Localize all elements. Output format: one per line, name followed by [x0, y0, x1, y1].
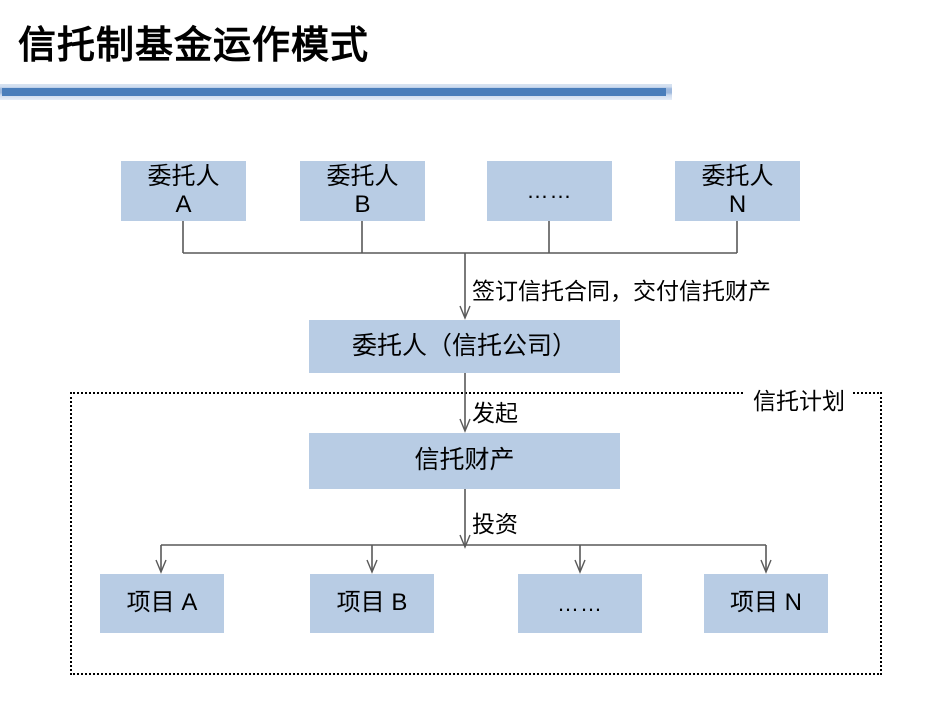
node-trust-property[interactable]: 信托财产	[309, 433, 620, 489]
edge-label-property-to-projects: 投资	[472, 511, 518, 537]
node-trustee[interactable]: 委托人（信托公司）	[309, 320, 620, 373]
node-settlor-ellipsis[interactable]: ……	[487, 161, 612, 221]
page-title: 信托制基金运作模式	[18, 25, 370, 67]
edge-label-trustee-to-property: 发起	[472, 400, 518, 426]
node-settlor-b[interactable]: 委托人 B	[300, 161, 425, 221]
node-project-a[interactable]: 项目 A	[100, 574, 224, 633]
title-rule-core	[2, 88, 666, 96]
trust-plan-group-label: 信托计划	[745, 382, 853, 416]
edge-label-settlors-to-trustee: 签订信托合同，交付信托财产	[472, 278, 771, 304]
title-underline-rule	[0, 84, 672, 100]
node-project-b[interactable]: 项目 B	[310, 574, 434, 633]
node-settlor-n[interactable]: 委托人 N	[675, 161, 800, 221]
node-project-n[interactable]: 项目 N	[704, 574, 828, 633]
node-project-ellipsis[interactable]: ……	[518, 574, 642, 633]
node-settlor-a[interactable]: 委托人 A	[121, 161, 246, 221]
trust-plan-group-box	[70, 392, 882, 675]
